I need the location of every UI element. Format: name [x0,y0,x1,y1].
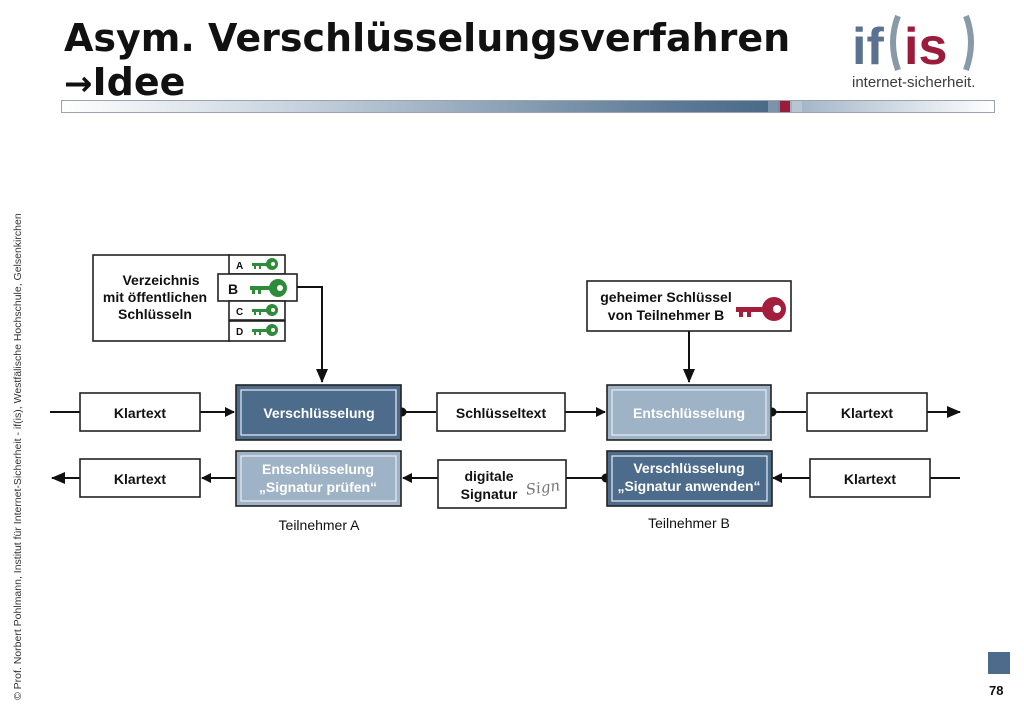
directory-box [92,254,231,342]
directory-label-1: Verzeichnis [122,272,199,288]
green-key-icon [252,324,278,336]
secret-key-box: geheimer Schlüssel von Teilnehmer B [586,280,792,332]
ifis-logo: if is internet-sicherheit. [848,8,988,92]
row1-encrypt-label: Verschlüsselung [263,405,374,421]
title-divider-bar [61,100,995,113]
row1-plaintext-left: Klartext [114,405,166,421]
row2-sign-label-2: „Signatur anwenden“ [617,478,760,494]
right-arrow-icon: → [64,64,93,104]
row2-sign-box [606,450,773,507]
row2-verify-inner [240,455,397,502]
title-line-2: Idee [92,60,186,104]
row1-decrypt-label: Entschlüsselung [633,405,745,421]
green-key-icon [252,258,278,270]
row1-ciphertext: Schlüsseltext [456,405,547,421]
row2-verify-box [235,450,402,507]
row1-plaintext-right: Klartext [841,405,893,421]
bar-square [792,101,802,112]
row1-encrypt-box [235,384,402,441]
row2-verify-label-2: „Signatur prüfen“ [259,479,377,495]
row2-plaintext-left: Klartext [114,471,166,487]
key-slot-b-label: B [228,281,238,297]
logo-tagline: internet-sicherheit. [852,74,976,91]
directory-label-3: Schlüsseln [118,306,192,322]
row1-plaintext-left-box [79,392,201,432]
bar-square [768,101,778,112]
participant-a-label: Teilnehmer A [279,517,361,533]
row2-signature-label-2: Signatur [461,486,518,502]
row2-signature-box [437,459,567,509]
row2-sign-inner [611,455,768,502]
green-key-icon [250,279,287,297]
green-key-icon [252,304,278,316]
secret-key-frame [586,280,792,332]
row2-plaintext-right-box [809,458,931,498]
title-line-1: Asym. Verschlüsselungsverfahren [64,16,791,60]
directory-label-2: mit öffentlichen [103,289,207,305]
copyright-notice: © Prof. Norbert Pohlmann, Institut für I… [12,213,24,700]
row2-sign-label-1: Verschlüsselung [633,460,744,476]
public-key-directory: Verzeichnis mit öffentlichen Schlüsseln … [92,254,298,342]
row1-encrypt-inner [240,389,397,436]
logo-if: if [852,18,884,76]
logo-bracket-left [890,14,901,72]
handwritten-sign-mark: Sign [525,476,562,499]
row1-ciphertext-box [436,392,566,432]
row1-decrypt-inner [611,389,767,436]
row2-plaintext-right: Klartext [844,471,896,487]
logo-bracket-right [963,14,974,72]
page-number: 78 [989,683,1004,698]
secret-key-label-2: von Teilnehmer B [608,307,724,323]
key-slot-c-label: C [236,307,243,318]
row1-plaintext-right-box [806,392,928,432]
public-key-arrow [297,286,328,383]
slide-title: Asym. Verschlüsselungsverfahren →Idee [64,16,790,106]
secret-key-label-1: geheimer Schlüssel [600,289,732,305]
logo-mark: if is [852,14,974,76]
logo-is: is [904,18,947,76]
corner-square [988,652,1010,674]
key-slot-a-label: A [236,261,243,272]
red-key-icon [736,297,786,321]
key-slot-d-label: D [236,327,243,338]
bar-square-accent [780,101,790,112]
row2-verify-label-1: Entschlüsselung [262,461,374,477]
row2-signature-label-1: digitale [464,468,513,484]
row2-plaintext-left-box [79,458,201,498]
row1-decrypt-box [606,384,772,441]
participant-b-label: Teilnehmer B [648,515,730,531]
